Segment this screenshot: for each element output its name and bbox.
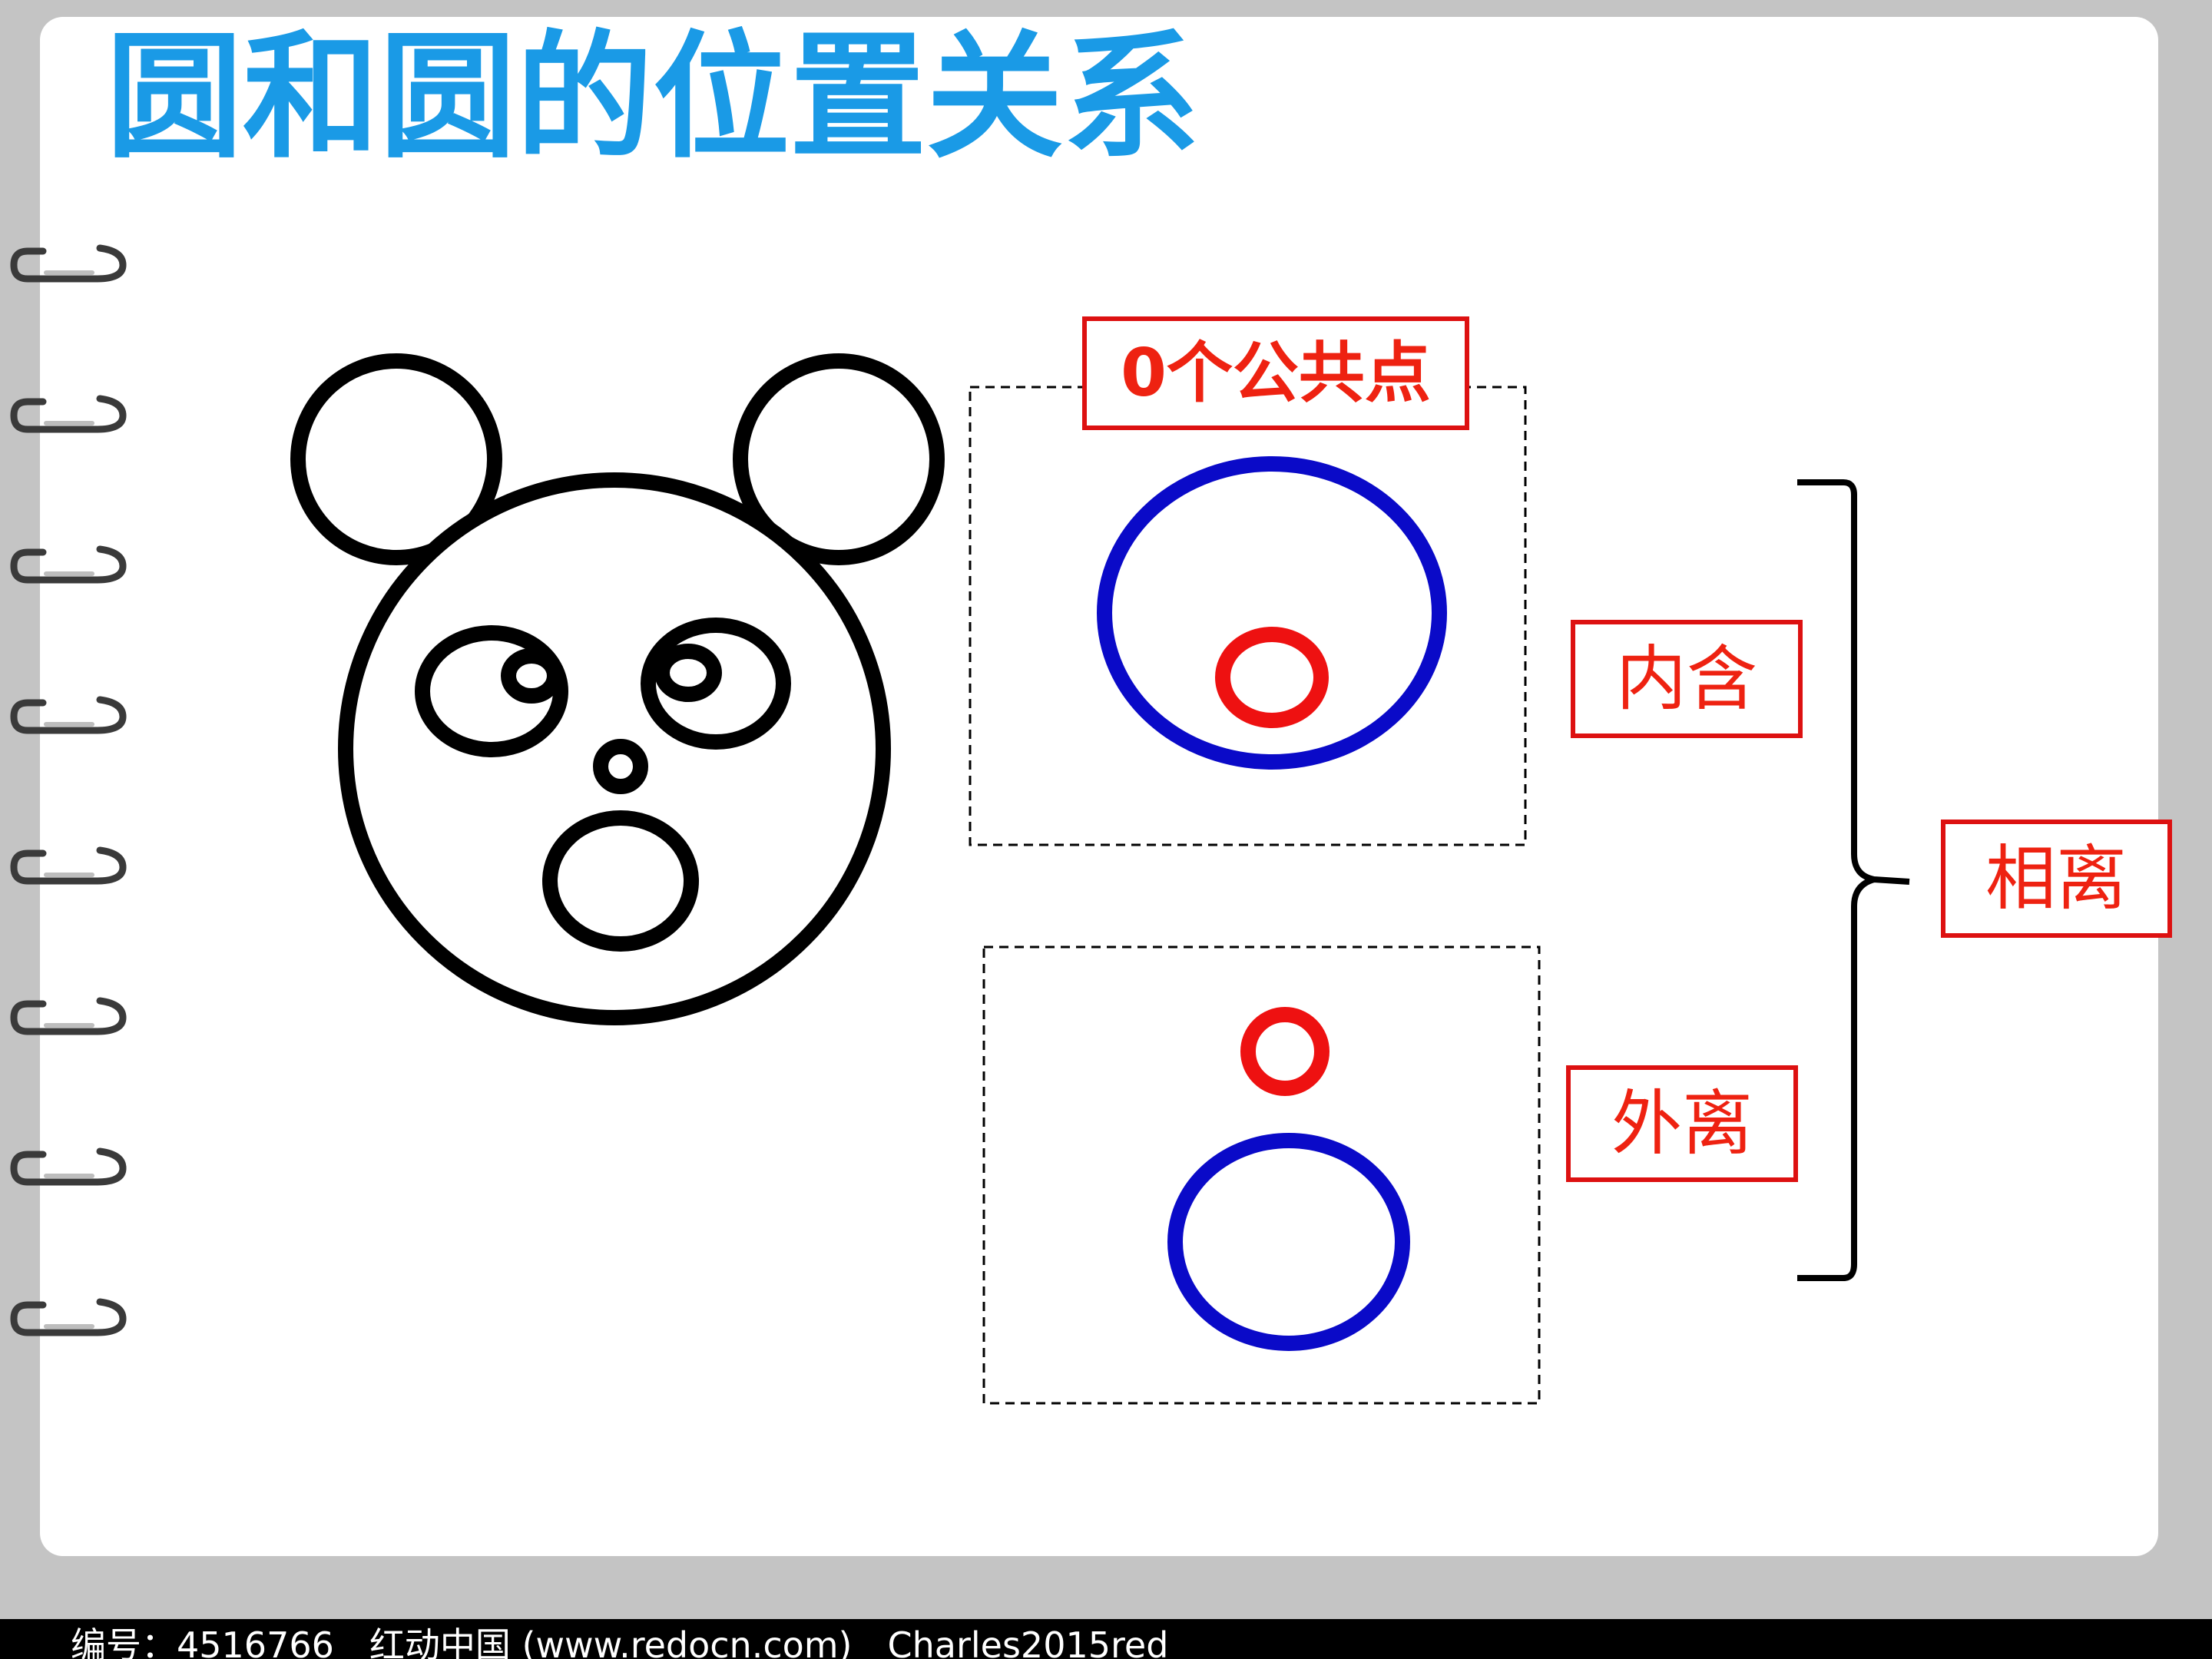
binder-ring-icon — [10, 244, 127, 283]
binder-ring-icon — [10, 1147, 127, 1186]
separation-label-box — [1941, 820, 2172, 938]
zero-common-points-label-box — [1082, 316, 1469, 430]
binder-ring-icon — [10, 846, 127, 885]
page-title: 圆和圆的位置关系 — [106, 18, 1200, 177]
binder-ring-icon — [10, 1298, 127, 1336]
external-separation-label-box — [1566, 1065, 1798, 1182]
separation-label: 相离 — [1985, 838, 2127, 920]
binder-ring-icon — [10, 545, 127, 584]
binder-ring-icon — [10, 696, 127, 734]
containment-inner-circle — [1215, 627, 1329, 728]
containment-label-box — [1571, 620, 1803, 738]
panda-nose — [593, 739, 648, 794]
panda-mouth — [542, 810, 699, 952]
panda-right-pupil — [654, 644, 722, 702]
panda-left-pupil — [501, 648, 562, 704]
containment-outer-circle — [1097, 456, 1447, 770]
external-small-circle — [1240, 1007, 1330, 1096]
panda-right-ear — [733, 353, 945, 565]
binder-ring-icon — [10, 395, 127, 433]
external-separation-dashed-box — [982, 945, 1541, 1405]
panda-face-icon — [290, 353, 945, 1025]
binder-rings — [10, 244, 127, 1336]
external-large-circle — [1167, 1133, 1410, 1351]
panda-left-ear — [290, 353, 502, 565]
external-separation-label: 外离 — [1611, 1083, 1753, 1165]
right-brace-icon — [1797, 479, 1910, 1281]
containment-label: 内含 — [1616, 638, 1757, 720]
zero-common-points-label: 0个公共点 — [1121, 335, 1431, 412]
footer-bar — [0, 1619, 2212, 1659]
binder-ring-icon — [10, 997, 127, 1035]
footer-watermark-text: 编号：4516766 红动中国 (www.redocn.com) Charles… — [71, 1624, 1168, 1659]
